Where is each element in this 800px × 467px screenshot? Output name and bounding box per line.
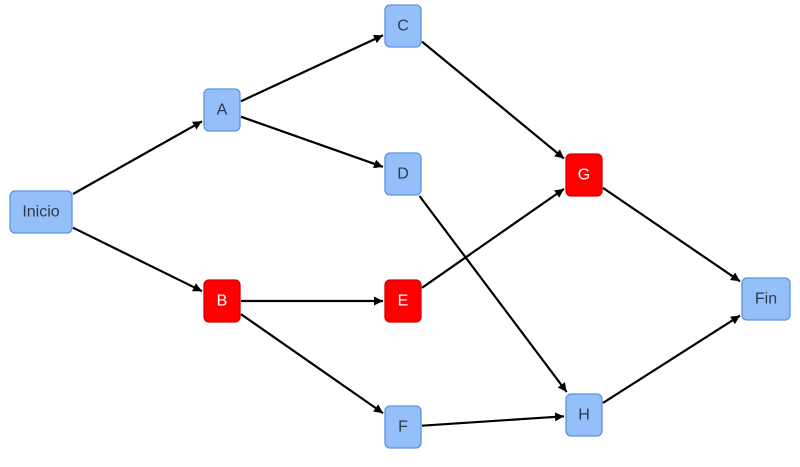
edge-h-to-fin — [602, 314, 741, 404]
edge-inicio-to-a — [72, 120, 203, 195]
node-inicio[interactable]: Inicio — [9, 190, 73, 234]
node-box — [203, 279, 241, 323]
edge-a-to-d — [240, 115, 384, 169]
node-box — [9, 190, 73, 234]
node-fin[interactable]: Fin — [741, 277, 791, 321]
node-label: D — [397, 166, 409, 183]
node-box — [741, 277, 791, 321]
node-box — [565, 153, 603, 197]
node-label: Inicio — [22, 204, 59, 221]
node-label: F — [398, 419, 408, 436]
node-d[interactable]: D — [384, 152, 422, 196]
node-box — [384, 152, 422, 196]
edge-inicio-to-b — [72, 226, 203, 293]
edge-e-to-g — [421, 187, 565, 289]
node-label: A — [217, 102, 228, 119]
edge-b-to-f — [240, 313, 384, 415]
node-e[interactable]: E — [384, 279, 422, 323]
edge-a-to-c — [240, 34, 384, 103]
node-box — [384, 4, 422, 48]
node-g[interactable]: G — [565, 153, 603, 197]
nodes: Inicio A B C D E F G H Fin — [9, 4, 791, 449]
node-label: G — [578, 167, 590, 184]
node-box — [384, 279, 422, 323]
node-f[interactable]: F — [384, 405, 422, 449]
node-label: C — [397, 18, 409, 35]
edge-c-to-g — [421, 40, 565, 160]
node-b[interactable]: B — [203, 279, 241, 323]
node-label: E — [398, 293, 409, 310]
node-h[interactable]: H — [565, 393, 603, 437]
node-c[interactable]: C — [384, 4, 422, 48]
node-box — [384, 405, 422, 449]
edge-d-to-h — [418, 195, 568, 393]
node-a[interactable]: A — [203, 88, 241, 132]
node-box — [203, 88, 241, 132]
node-label: H — [578, 407, 590, 424]
edge-g-to-fin — [602, 186, 741, 283]
edges — [72, 34, 741, 427]
edge-f-to-h — [421, 412, 565, 427]
node-label: Fin — [755, 291, 777, 308]
node-label: B — [217, 293, 228, 310]
node-box — [565, 393, 603, 437]
